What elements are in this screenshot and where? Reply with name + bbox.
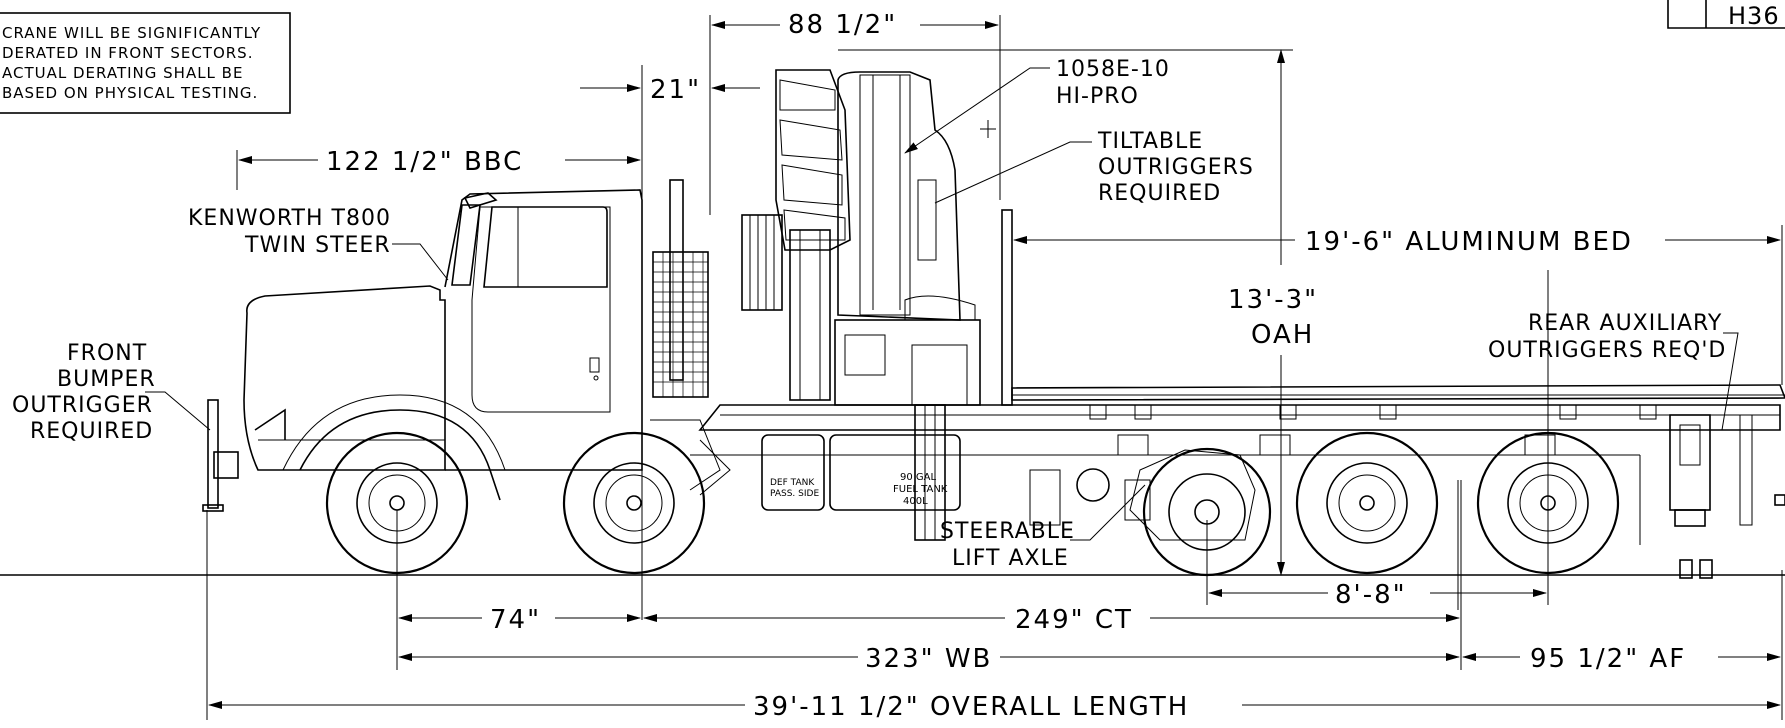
- front-outrigger-line-1: FRONT: [67, 341, 147, 366]
- dimension-oah: 13'-3" OAH: [838, 49, 1318, 576]
- overall-length-value: 39'-11 1/2" OVERALL LENGTH: [753, 692, 1189, 722]
- callout-front-outrigger: FRONT BUMPER OUTRIGGER REQUIRED: [12, 341, 211, 444]
- aluminum-bed: [1001, 209, 1785, 456]
- truck-cab: [202, 179, 731, 512]
- dimension-af: 95 1/2" AF: [1462, 644, 1781, 674]
- derating-note-line-3: ACTUAL DERATING SHALL BE: [2, 64, 243, 82]
- callout-lift-axle: STEERABLE LIFT AXLE: [940, 484, 1146, 571]
- crane: DEF TANK PASS. SIDE 90 GAL FUEL TANK 400…: [741, 69, 1110, 541]
- radiator-grill: [653, 252, 708, 397]
- dimension-ct: 249" CT: [643, 605, 1460, 635]
- lift-axle-line-1: STEERABLE: [940, 519, 1075, 544]
- bbc-value: 122 1/2" BBC: [326, 147, 523, 177]
- crane-model-line-1: 1058E-10: [1056, 57, 1170, 82]
- fuel-tank-label-2: FUEL TANK: [893, 484, 948, 495]
- dimension-crane-offset: 21": [580, 65, 760, 620]
- callout-crane-model: 1058E-10 HI-PRO: [904, 57, 1170, 154]
- bed-value: 19'-6" ALUMINUM BED: [1305, 227, 1633, 257]
- dimension-bed: 19'-6" ALUMINUM BED: [1013, 225, 1783, 385]
- title-block-code: H36: [1728, 2, 1780, 30]
- lift-axle-line-2: LIFT AXLE: [952, 546, 1069, 571]
- wheel-front-2: [562, 431, 706, 575]
- def-tank-label-2: PASS. SIDE: [770, 489, 819, 499]
- title-block: H36: [1667, 0, 1785, 30]
- wheel-rear-1: [1295, 431, 1439, 575]
- af-value: 95 1/2" AF: [1530, 644, 1686, 674]
- truck-model-line-2: TWIN STEER: [244, 233, 391, 258]
- rear-axle-spread-value: 8'-8": [1335, 580, 1407, 610]
- truck-frame: [690, 404, 1781, 456]
- callout-tiltable-outriggers: TILTABLE OUTRIGGERS REQUIRED: [934, 129, 1254, 206]
- crane-width-value: 88 1/2": [788, 10, 897, 40]
- rear-outrigger-line-2: OUTRIGGERS REQ'D: [1488, 338, 1726, 363]
- truck-model-line-1: KENWORTH T800: [188, 206, 391, 231]
- wheels: [325, 431, 1641, 610]
- wheel-lift-axle: [1124, 447, 1272, 577]
- derating-note-line-1: CRANE WILL BE SIGNIFICANTLY: [2, 24, 261, 42]
- rear-outrigger-line-1: REAR AUXILIARY: [1528, 311, 1722, 336]
- callout-rear-outriggers: REAR AUXILIARY OUTRIGGERS REQ'D: [1488, 311, 1739, 431]
- derating-note-line-4: BASED ON PHYSICAL TESTING.: [2, 84, 258, 102]
- rear-outriggers: [1669, 414, 1785, 579]
- oah-value: 13'-3": [1228, 285, 1318, 315]
- ct-value: 249" CT: [1015, 605, 1133, 635]
- crane-model-line-2: HI-PRO: [1056, 84, 1139, 109]
- oah-label: OAH: [1251, 320, 1314, 350]
- dimension-overall-length: 39'-11 1/2" OVERALL LENGTH: [208, 692, 1781, 722]
- tiltable-line-2: OUTRIGGERS: [1098, 155, 1254, 180]
- dimension-wb: 323" WB: [398, 644, 1460, 674]
- front-outrigger-line-3: OUTRIGGER: [12, 393, 153, 418]
- dimension-rear-axle-spread: 8'-8": [1208, 580, 1547, 610]
- fuel-tank-label-3: 400L: [903, 496, 928, 507]
- front-axle-spread-value: 74": [490, 605, 541, 635]
- crane-offset-value: 21": [650, 75, 701, 105]
- dimension-front-axle-spread: 74": [398, 605, 641, 635]
- front-outrigger-line-2: BUMPER: [57, 367, 156, 392]
- dimension-crane-width: 88 1/2": [709, 10, 1001, 215]
- tiltable-line-1: TILTABLE: [1097, 129, 1203, 154]
- derating-note-line-2: DERATED IN FRONT SECTORS.: [2, 44, 253, 62]
- wb-value: 323" WB: [865, 644, 992, 674]
- def-tank-label-1: DEF TANK: [770, 478, 815, 488]
- front-outrigger-line-4: REQUIRED: [30, 419, 153, 444]
- tiltable-line-3: REQUIRED: [1098, 181, 1221, 206]
- fuel-tank-label-1: 90 GAL: [900, 472, 936, 483]
- dimension-bbc: 122 1/2" BBC: [236, 147, 641, 190]
- derating-note: CRANE WILL BE SIGNIFICANTLY DERATED IN F…: [0, 12, 291, 114]
- callout-truck-model: KENWORTH T800 TWIN STEER: [188, 206, 449, 281]
- dimension-extension-lines: [206, 270, 1783, 720]
